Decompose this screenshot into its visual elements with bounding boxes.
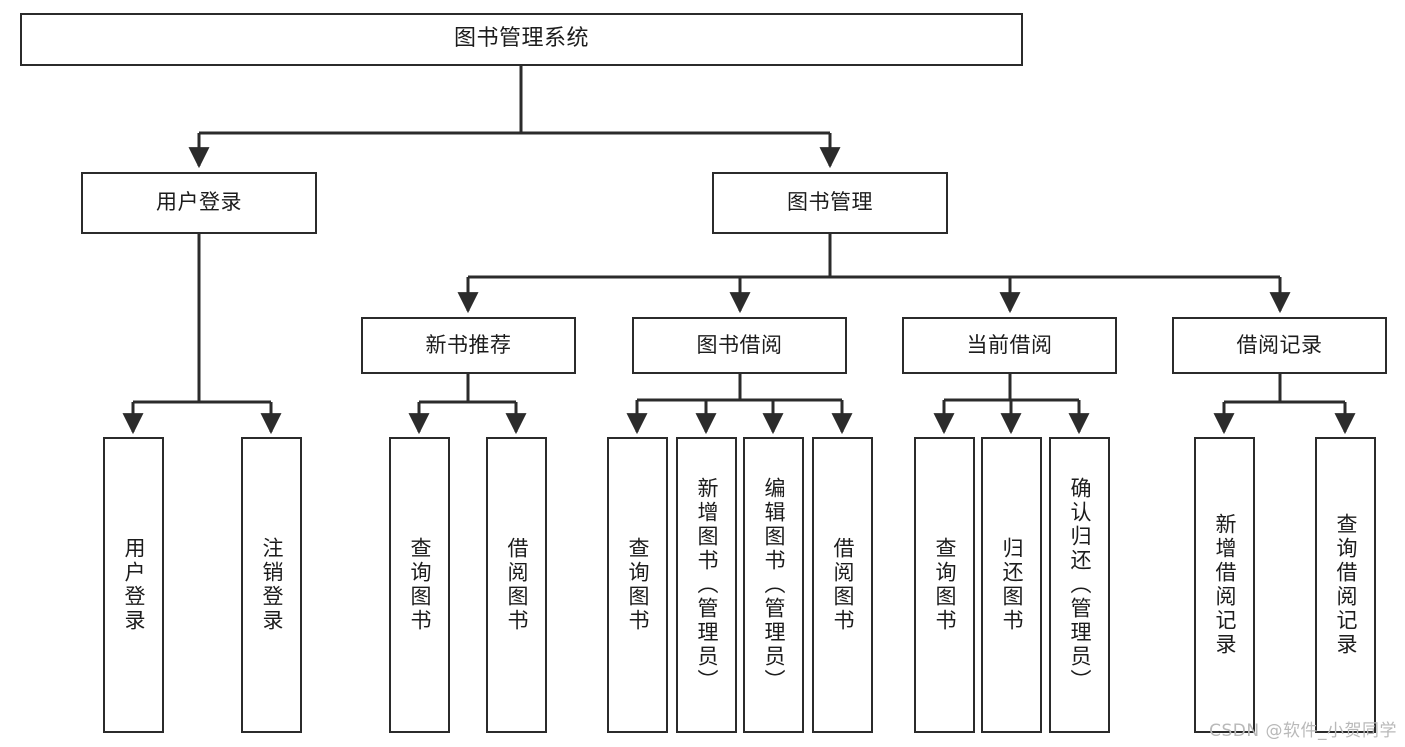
node-label: 借阅图书	[831, 537, 855, 633]
leaf-borrow-borrow-book[interactable]: 借阅图书	[812, 437, 873, 733]
leaf-current-confirm-return-admin[interactable]: 确认归还（管理员）	[1049, 437, 1110, 733]
watermark-text: CSDN @软件_小贺同学	[1209, 721, 1397, 741]
node-label: 编辑图书（管理员）	[762, 477, 786, 693]
leaf-borrow-query-book[interactable]: 查询图书	[607, 437, 668, 733]
node-label: 借阅图书	[505, 537, 529, 633]
node-label: 当前借阅	[966, 332, 1053, 357]
node-label: 查询借阅记录	[1334, 513, 1358, 657]
node-label: 图书借阅	[696, 332, 783, 357]
leaf-borrow-edit-book-admin[interactable]: 编辑图书（管理员）	[743, 437, 804, 733]
node-label: 图书管理系统	[453, 26, 589, 52]
node-current-borrow[interactable]: 当前借阅	[902, 317, 1117, 374]
node-label: 借阅记录	[1236, 332, 1323, 357]
node-label: 用户登录	[122, 537, 146, 633]
leaf-recommend-borrow-book[interactable]: 借阅图书	[486, 437, 547, 733]
leaf-record-query-record[interactable]: 查询借阅记录	[1315, 437, 1376, 733]
node-label: 查询图书	[626, 537, 650, 633]
leaf-borrow-add-book-admin[interactable]: 新增图书（管理员）	[676, 437, 737, 733]
node-user-login[interactable]: 用户登录	[81, 172, 317, 234]
node-label: 用户登录	[156, 190, 242, 215]
node-root-system[interactable]: 图书管理系统	[20, 13, 1023, 66]
leaf-record-add-record[interactable]: 新增借阅记录	[1194, 437, 1255, 733]
node-label: 图书管理	[787, 190, 873, 215]
node-label: 新书推荐	[425, 332, 512, 357]
node-borrow-record[interactable]: 借阅记录	[1172, 317, 1387, 374]
leaf-current-return-book[interactable]: 归还图书	[981, 437, 1042, 733]
leaf-current-query-book[interactable]: 查询图书	[914, 437, 975, 733]
node-label: 查询图书	[933, 537, 957, 633]
leaf-recommend-query-book[interactable]: 查询图书	[389, 437, 450, 733]
node-label: 注销登录	[260, 537, 284, 633]
node-label: 确认归还（管理员）	[1068, 477, 1092, 693]
node-label: 新增借阅记录	[1213, 513, 1237, 657]
node-label: 新增图书（管理员）	[695, 477, 719, 693]
node-label: 归还图书	[1000, 537, 1024, 633]
node-new-book-recommend[interactable]: 新书推荐	[361, 317, 576, 374]
leaf-user-login-logout[interactable]: 注销登录	[241, 437, 302, 733]
node-book-management[interactable]: 图书管理	[712, 172, 948, 234]
leaf-user-login-login[interactable]: 用户登录	[103, 437, 164, 733]
node-book-borrow[interactable]: 图书借阅	[632, 317, 847, 374]
node-label: 查询图书	[408, 537, 432, 633]
